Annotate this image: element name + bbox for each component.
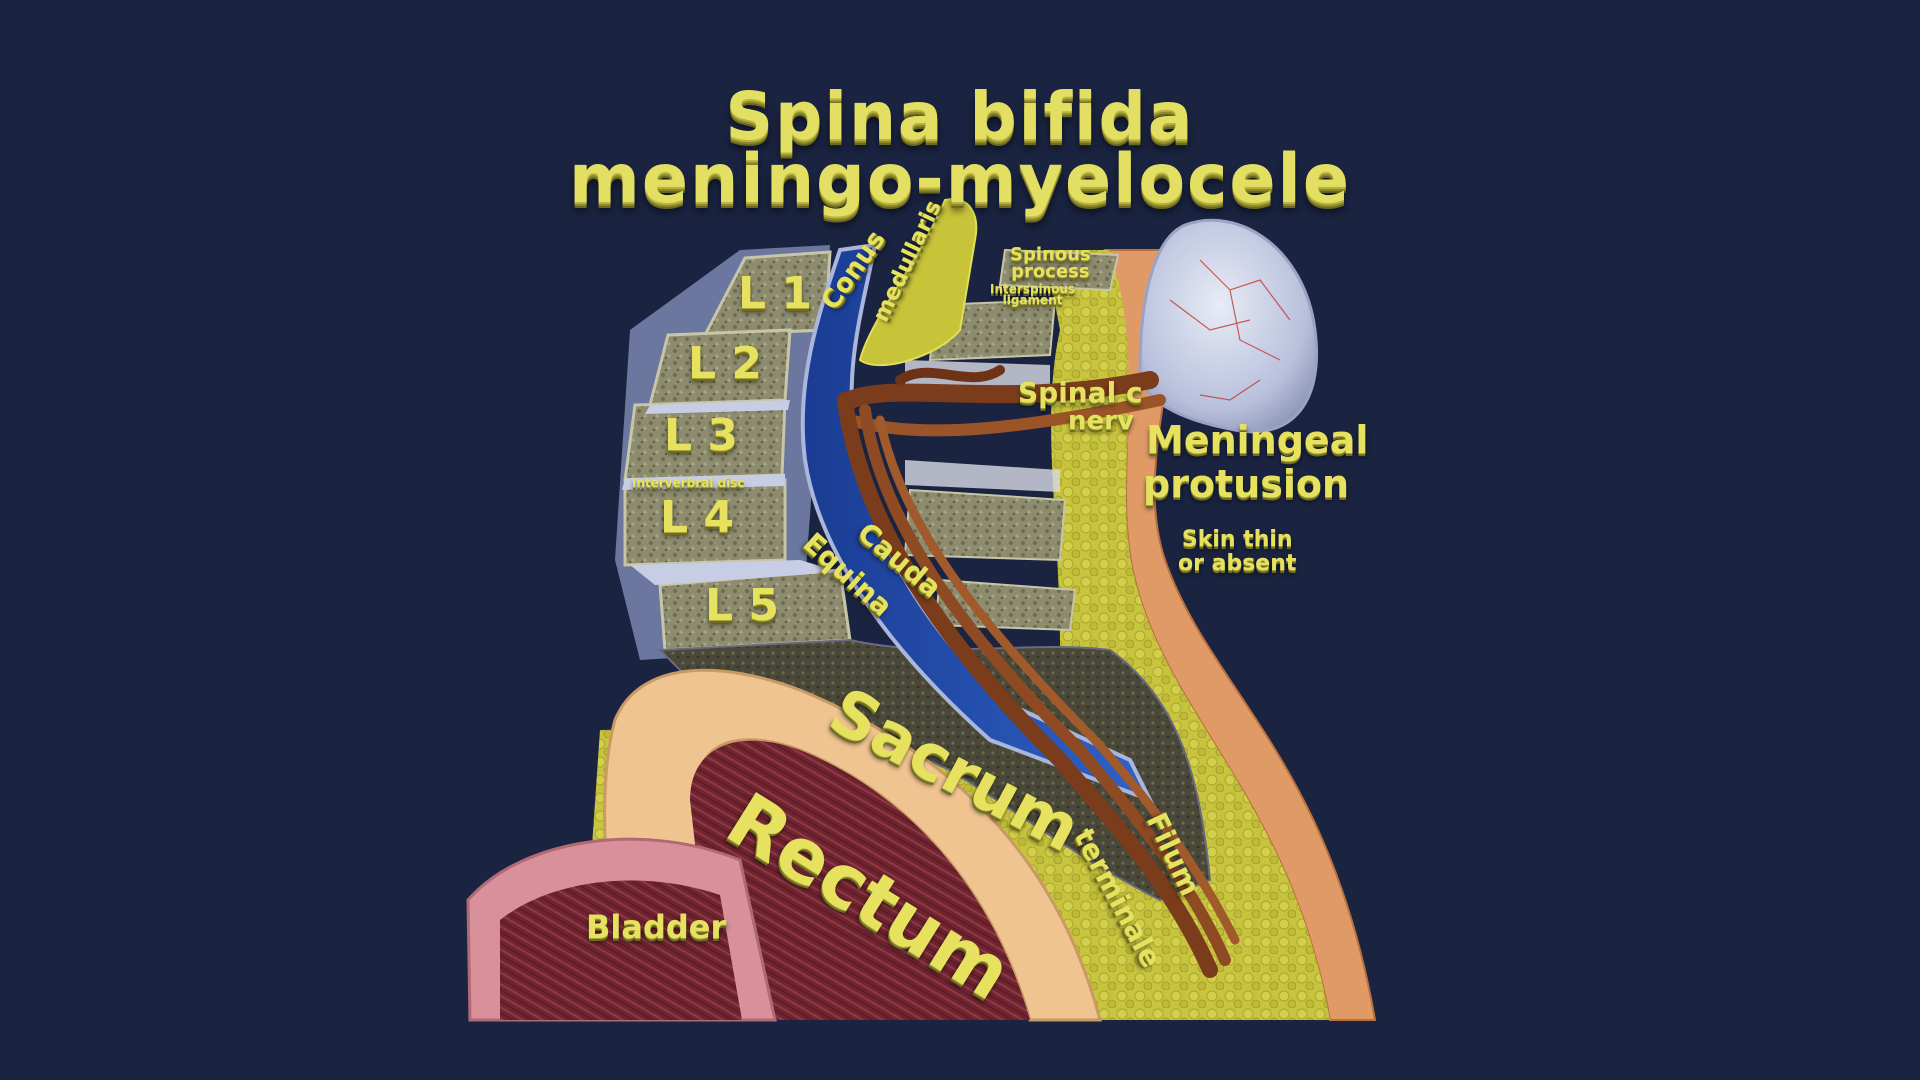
intervertebral-disc [645, 400, 790, 414]
meningeal-protrusion-sac [1138, 218, 1318, 434]
label-intervertebral-disc: Interverbral disc [632, 476, 745, 490]
rectum-wall [690, 740, 1030, 1020]
conus-medullaris [858, 198, 978, 367]
sac-blood-vessels [1169, 259, 1291, 401]
vertebral-bodies [622, 250, 852, 652]
title-line-1: Spina bifida [725, 78, 1195, 155]
label-spinous-line-2: process [1011, 261, 1090, 282]
label-bladder: Bladder [586, 908, 727, 946]
label-interspinous-ligament: Interspinous ligament [990, 282, 1076, 307]
label-skin-line-2: or absent [1178, 551, 1297, 576]
title-line-2: meningo-myelocele [569, 140, 1351, 219]
bladder-wall [500, 880, 742, 1020]
intervertebral-disc [630, 560, 840, 585]
label-skin: Skin thin or absent [1178, 528, 1296, 576]
intervertebral-disc [622, 474, 785, 490]
label-interspinous-line-2: ligament [1002, 293, 1063, 307]
label-l4: L 4 [660, 492, 734, 543]
label-interspinous-line-1: Interspinous [990, 282, 1076, 296]
label-meningeal: Meningeal [1146, 418, 1369, 462]
label-spinous-process: Spinous process [1010, 244, 1091, 282]
label-spinous-line-1: Spinous [1010, 244, 1091, 265]
label-l1: L 1 [738, 268, 812, 319]
label-nerves: nerv [1068, 406, 1134, 436]
label-skin-line-1: Skin thin [1181, 527, 1293, 552]
label-l2: L 2 [688, 338, 762, 389]
label-l5: L 5 [705, 580, 779, 631]
label-spinal-cord: Spinal c [1018, 376, 1143, 409]
cauda-equina-nerves [837, 365, 1240, 978]
label-l3: L 3 [664, 410, 738, 461]
label-protusion: protusion [1143, 462, 1350, 506]
